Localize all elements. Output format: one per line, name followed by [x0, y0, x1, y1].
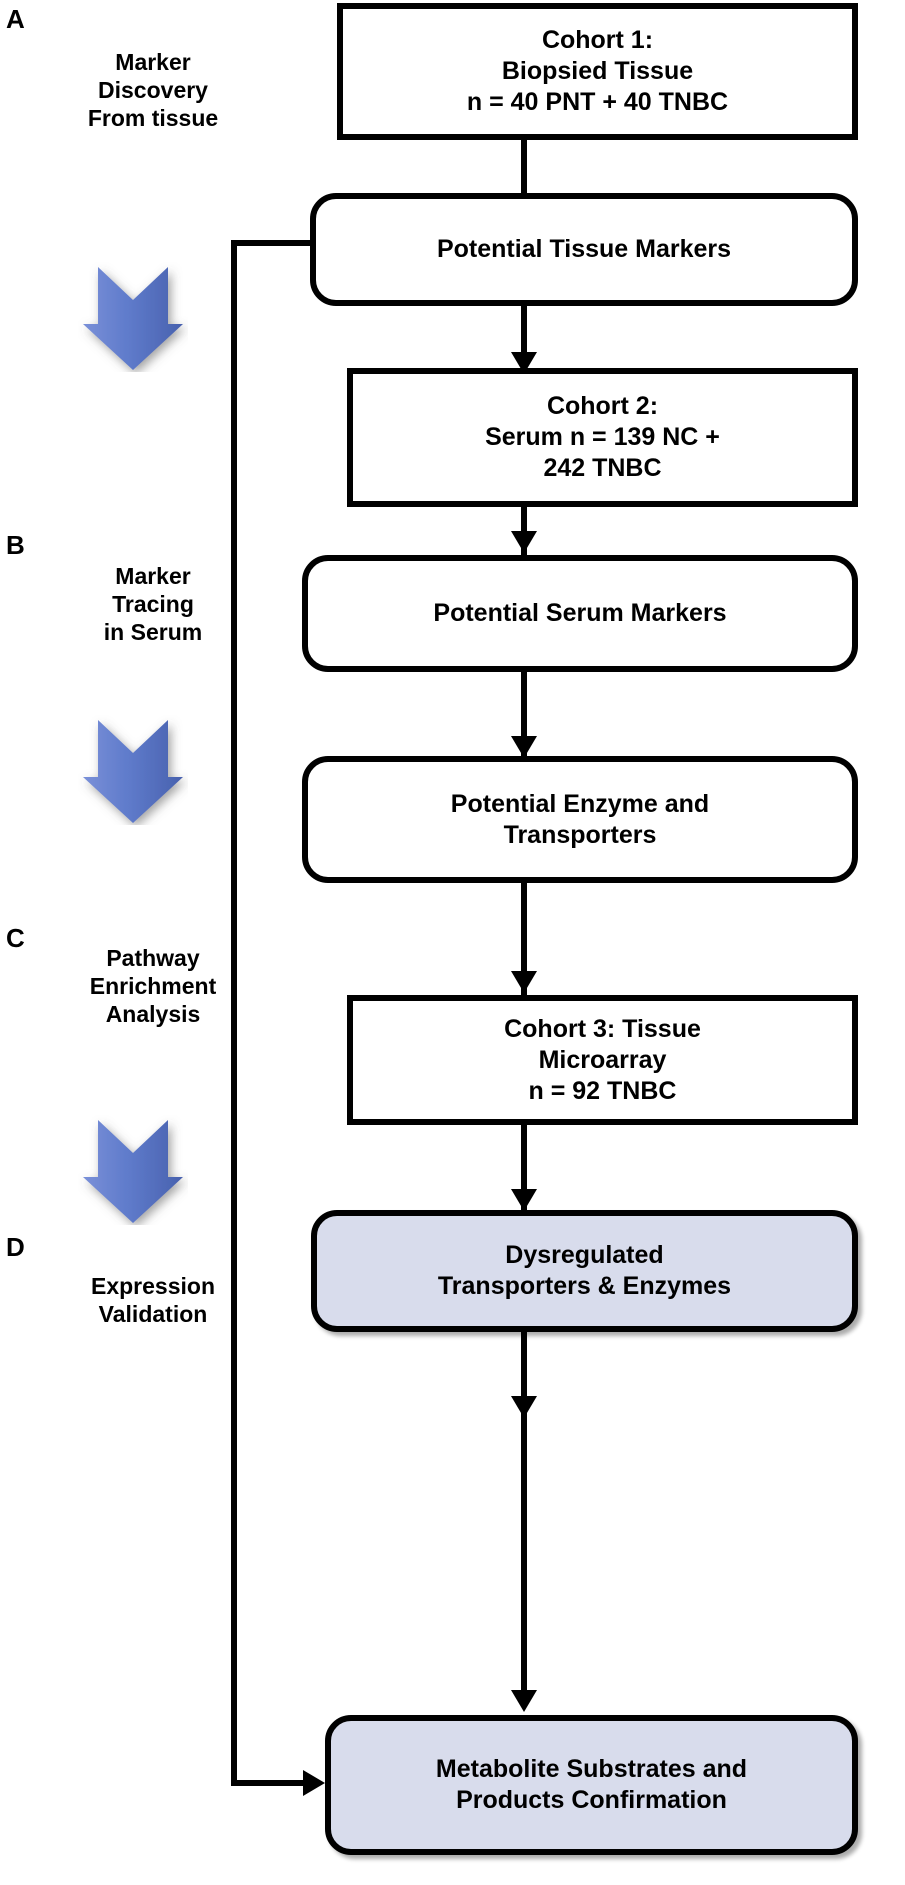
stage-caption-marker-tracing: Marker Tracing in Serum [103, 563, 203, 646]
panel-letter-b: B [6, 530, 25, 560]
node-cohort-3[interactable]: Cohort 3: Tissue Microarray n = 92 TNBC [347, 995, 858, 1125]
blue-arrow-3-icon [83, 1120, 183, 1223]
panel-letter-a: A [6, 4, 25, 34]
edge-cohort2-to-serum-markers-arrowhead [511, 531, 537, 553]
node-cohort-1[interactable]: Cohort 1: Biopsied Tissue n = 40 PNT + 4… [337, 3, 858, 140]
edge-feedback-vertical [231, 240, 237, 1786]
edge-feedback-bottom-horizontal [231, 1780, 309, 1786]
edge-enzymes-to-cohort3-arrowhead [511, 971, 537, 993]
node-cohort-2[interactable]: Cohort 2: Serum n = 139 NC + 242 TNBC [347, 368, 858, 507]
node-potential-enzyme-transporters[interactable]: Potential Enzyme and Transporters [302, 756, 858, 883]
edge-dysregulated-to-metabolite-line-long [521, 1332, 527, 1692]
edge-tissue-markers-to-cohort2-line [521, 306, 527, 358]
blue-arrow-1-icon [83, 267, 183, 370]
blue-arrow-2-icon [83, 720, 183, 823]
node-potential-tissue-markers[interactable]: Potential Tissue Markers [310, 193, 858, 306]
edge-feedback-arrowhead [303, 1770, 325, 1796]
panel-letter-d: D [6, 1232, 25, 1262]
edge-dysregulated-to-metabolite-arrowhead-final [511, 1690, 537, 1712]
stage-caption-marker-discovery: Marker Discovery From tissue [87, 49, 219, 132]
edge-serum-markers-to-enzymes-line [521, 672, 527, 756]
edge-cohort3-to-dysregulated-arrowhead [511, 1189, 537, 1211]
panel-letter-c: C [6, 923, 25, 953]
stage-caption-pathway-enrichment: Pathway Enrichment Analysis [89, 945, 217, 1028]
edge-serum-markers-to-enzymes-arrowhead [511, 736, 537, 758]
edge-cohort3-to-dysregulated-line [521, 1125, 527, 1211]
stage-caption-expression-validation: Expression Validation [91, 1273, 215, 1328]
node-potential-serum-markers[interactable]: Potential Serum Markers [302, 555, 858, 672]
edge-feedback-top-horizontal [231, 240, 316, 246]
edge-enzymes-to-cohort3-line [521, 883, 527, 995]
edge-cohort1-to-tissue-markers-line [521, 140, 527, 206]
node-metabolite-substrates-products[interactable]: Metabolite Substrates and Products Confi… [325, 1715, 858, 1855]
node-dysregulated-transporters-enzymes[interactable]: Dysregulated Transporters & Enzymes [311, 1210, 858, 1332]
